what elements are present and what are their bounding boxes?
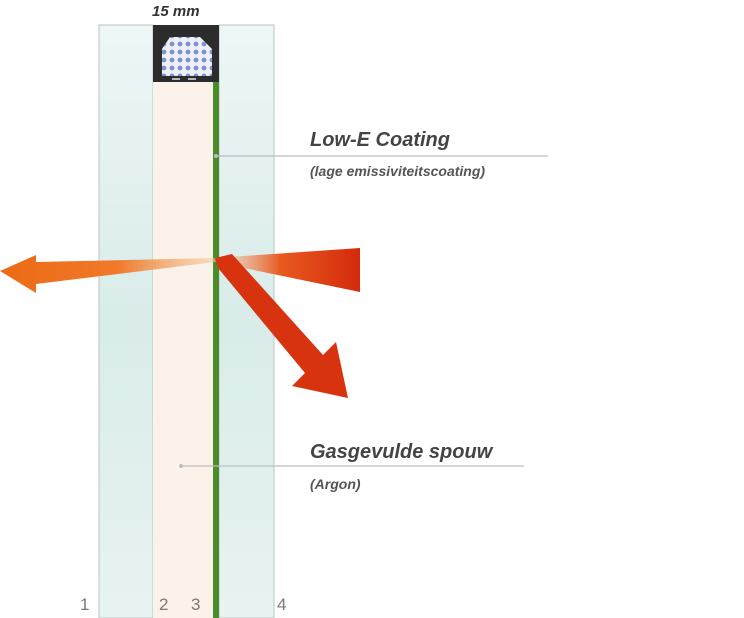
gas-cavity [153,80,215,618]
cavity-leader-dot [179,464,183,468]
spacer-bar [153,25,219,82]
surface-number-1: 1 [80,595,90,614]
cavity-callout-title: Gasgevulde spouw [310,441,493,463]
low-e-coating-layer [213,80,219,618]
cavity-callout-subtitle: (Argon) [310,476,361,492]
coating-leader-dot [214,154,218,158]
cavity-width-label: 15 mm [152,3,200,20]
transmitted-heat-arrow [0,255,215,293]
reflected-heat-arrow [215,254,348,398]
surface-number-2: 2 [159,595,169,614]
outer-glass-pane [98,24,154,618]
coating-callout-title: Low-E Coating [310,129,450,151]
coating-callout-subtitle: (lage emissiviteitscoating) [310,163,486,179]
surface-number-3: 3 [191,595,201,614]
surface-number-4: 4 [277,595,287,614]
incoming-heat-arrow [215,248,360,292]
